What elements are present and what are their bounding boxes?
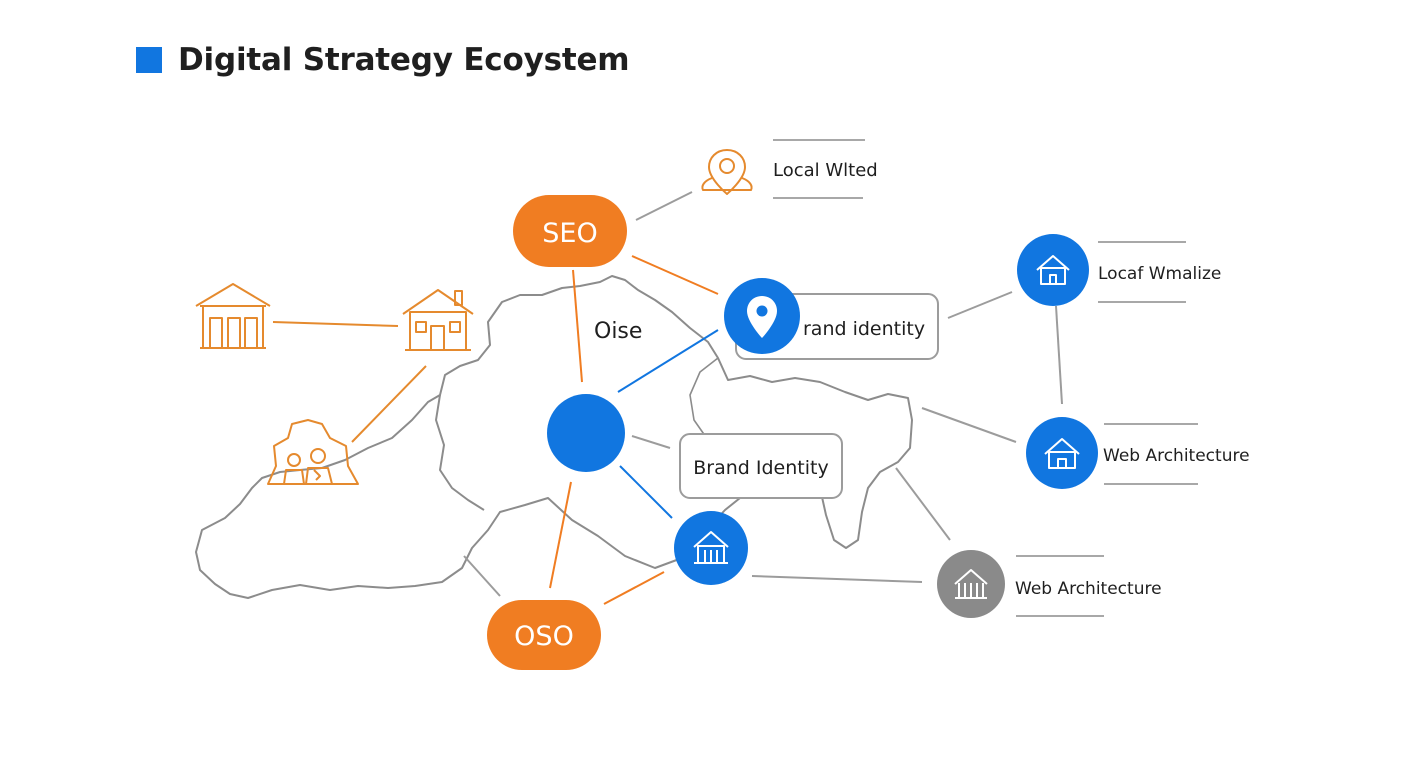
web-architecture-1-node xyxy=(1026,417,1098,489)
connector-local-web xyxy=(1055,305,1063,405)
connector-hub-building xyxy=(619,465,673,519)
connector-store-community xyxy=(351,365,427,443)
oso-node: OSO xyxy=(487,600,601,670)
connector-map-gray xyxy=(895,467,951,541)
location-pin-node xyxy=(724,278,800,354)
connector-brand-local xyxy=(947,291,1013,319)
connector-hub-oso xyxy=(549,481,572,589)
connector-seo-pin xyxy=(631,255,719,295)
web-architecture-2-node xyxy=(937,550,1005,618)
map-outline xyxy=(195,275,913,599)
brand-identity-lower-node: Brand Identity xyxy=(679,433,843,499)
house-icon xyxy=(195,283,271,349)
building-icon xyxy=(693,531,729,564)
connector-seo-hub xyxy=(572,269,583,383)
connector-hub-brand xyxy=(631,435,671,449)
connector-map-oso xyxy=(463,555,501,597)
title-marker-square xyxy=(136,47,162,73)
map-inner-border xyxy=(435,394,485,511)
local-winalize-label: Locaf Wmalize xyxy=(1098,264,1221,284)
map-pin-icon xyxy=(747,296,777,338)
local-winalize-node xyxy=(1017,234,1089,306)
storefront-icon xyxy=(954,569,988,599)
brand-identity-upper-label: rand identity xyxy=(803,318,925,340)
connector-oso-building xyxy=(603,571,665,605)
storefront-icon xyxy=(402,289,474,351)
seo-node: SEO xyxy=(513,195,627,267)
brand-identity-lower-label: Brand Identity xyxy=(693,457,828,479)
local-wited-label: Local Wlted xyxy=(773,160,878,181)
oso-label: OSO xyxy=(514,621,574,652)
building-node xyxy=(674,511,748,585)
page-title: Digital Strategy Ecoystem xyxy=(178,42,630,78)
location-badge-icon xyxy=(701,149,753,195)
title-block: Digital Strategy Ecoystem xyxy=(136,38,630,82)
seo-label: SEO xyxy=(542,218,597,249)
web-architecture-2-label: Web Architecture xyxy=(1015,579,1162,599)
connector-seo-local xyxy=(635,191,693,221)
connector-map-web xyxy=(921,407,1017,443)
house-icon xyxy=(1044,438,1080,469)
house-icon xyxy=(1036,255,1070,285)
central-hub-node xyxy=(547,394,625,472)
connector-house-store xyxy=(272,321,399,327)
people-in-house-icon xyxy=(267,419,359,485)
oise-label: Oise xyxy=(594,319,642,344)
connector-hub-pin xyxy=(617,329,719,393)
web-architecture-1-label: Web Architecture xyxy=(1103,446,1250,466)
connector-building-gray xyxy=(751,575,923,583)
